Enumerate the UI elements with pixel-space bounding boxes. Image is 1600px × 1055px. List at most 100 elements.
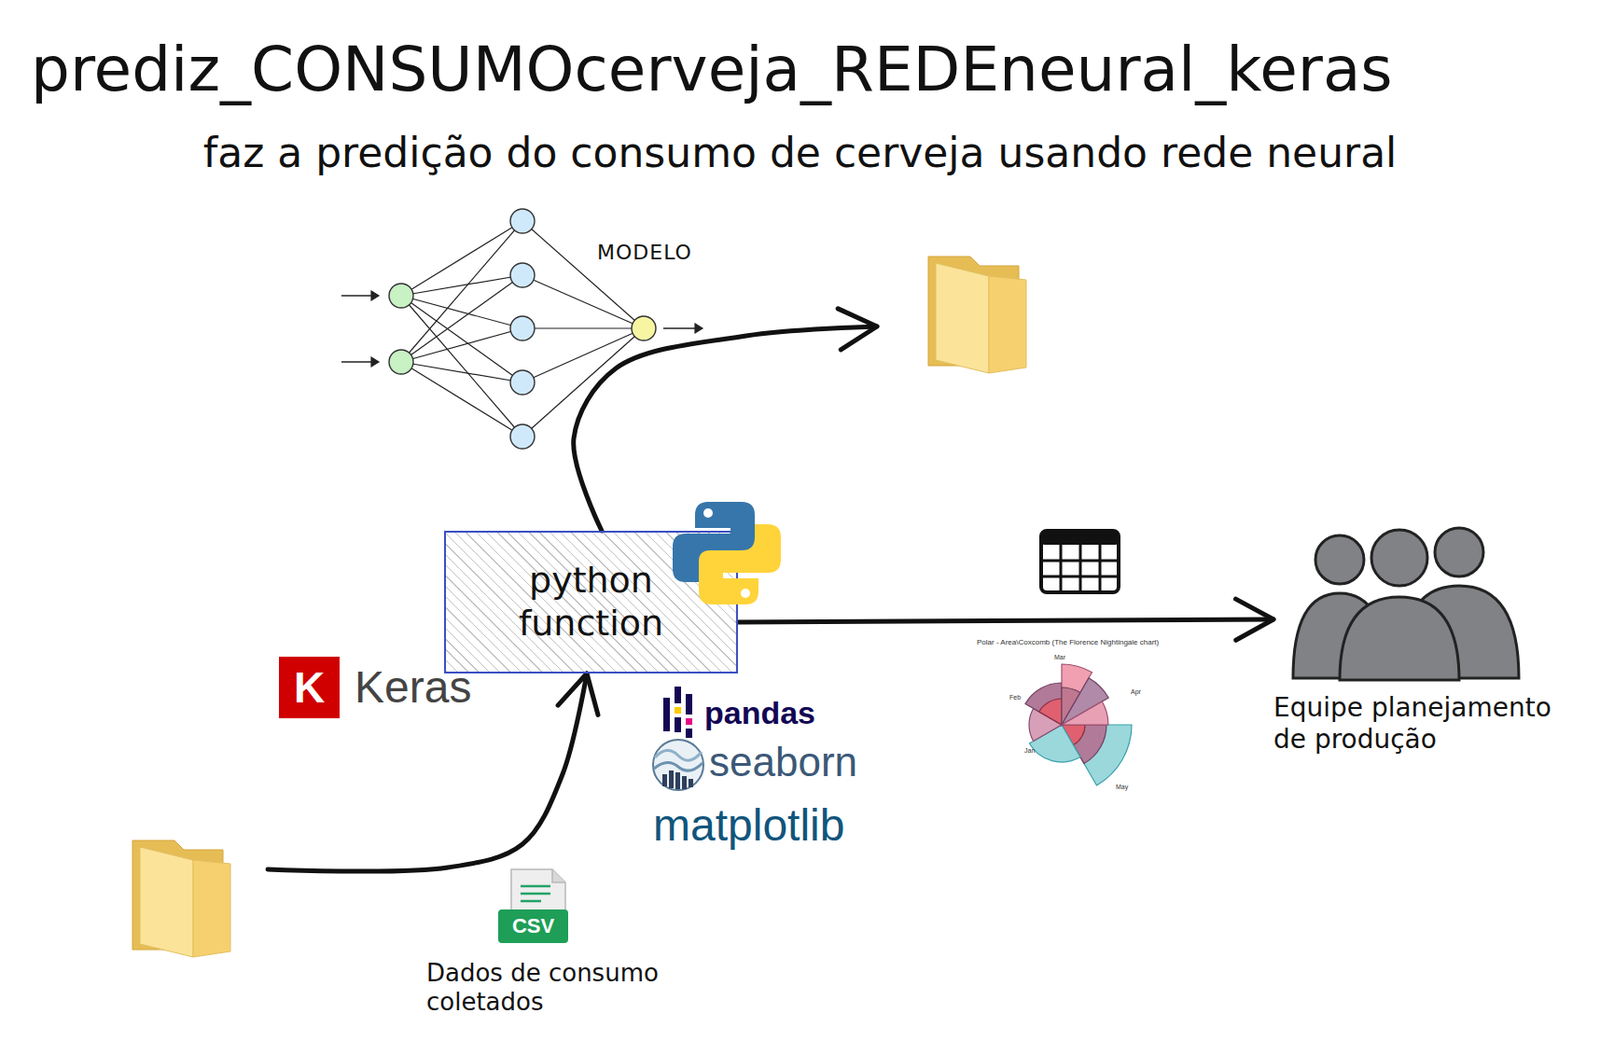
network-link — [401, 328, 523, 362]
people-icon — [1293, 528, 1519, 681]
hidden-neuron — [510, 424, 535, 449]
csv-band — [498, 909, 569, 944]
logo-bar — [663, 697, 670, 732]
model-folder: MODELO — [876, 248, 1027, 374]
python-eye — [703, 508, 713, 518]
python-logo — [672, 501, 781, 605]
month-label: Jan — [1024, 747, 1035, 755]
polar-wedge — [1039, 698, 1062, 725]
logo-bar — [688, 779, 694, 788]
node-text: python function — [493, 559, 690, 645]
network-link — [401, 361, 523, 383]
logo-bar — [685, 718, 693, 725]
library-name: Keras — [354, 660, 472, 715]
output-neuron — [631, 316, 656, 341]
logo-bar — [662, 774, 668, 787]
polar-wedge — [1061, 701, 1109, 725]
person-head — [1434, 528, 1484, 577]
table-grid — [1041, 575, 1119, 579]
logo-wave — [654, 750, 702, 761]
month-label: Mar — [1054, 653, 1066, 662]
flow-arrow — [737, 598, 1274, 640]
month-label: May — [1115, 783, 1128, 792]
month-label: Feb — [1009, 694, 1021, 702]
logo-bar — [668, 770, 674, 789]
logo-bar — [674, 686, 682, 704]
node-text: Dados de consumo coletados — [426, 959, 679, 1017]
logo-bar — [685, 728, 693, 738]
subtitle: faz a predição do consumo de cerveja usa… — [0, 128, 1600, 179]
network-link — [522, 327, 644, 329]
arrow-head — [371, 291, 379, 301]
logo-wave — [653, 762, 703, 771]
network-link — [401, 221, 523, 362]
flow-arrow — [573, 308, 877, 531]
network-link — [522, 328, 644, 383]
table-icon — [1041, 530, 1119, 593]
logo-circle — [653, 739, 704, 791]
library-name: pandas — [704, 694, 816, 733]
logo-bar — [681, 776, 687, 790]
library-name: matplotlib — [653, 798, 845, 853]
input-neuron — [389, 349, 414, 375]
hidden-neuron — [510, 263, 535, 288]
node-text: Equipe planejamento de produção — [1273, 692, 1591, 755]
arrow-head — [557, 673, 599, 715]
table-grid — [1059, 544, 1063, 593]
table-grid — [1079, 544, 1083, 593]
table-grid — [1041, 559, 1119, 563]
python-snake-yellow — [698, 524, 781, 605]
python-snake-blue — [672, 501, 755, 583]
network-link — [522, 221, 644, 329]
hidden-neuron — [510, 208, 535, 234]
keras-logo — [278, 656, 340, 719]
network-link — [401, 295, 523, 437]
folder-icon — [928, 256, 1027, 374]
network-link — [522, 328, 644, 437]
arrow-head — [1236, 598, 1274, 640]
person-head — [1371, 529, 1428, 586]
polar-chart — [1025, 664, 1132, 786]
table-header — [1041, 530, 1119, 545]
network-link — [522, 275, 644, 329]
network-link — [401, 275, 523, 296]
pandas-logo — [663, 686, 693, 738]
network-link — [401, 295, 523, 329]
arrow-head — [695, 323, 703, 334]
logo-bar — [674, 717, 682, 733]
month-label: Apr — [1130, 688, 1141, 696]
node-text: MODELO — [597, 240, 693, 265]
person-body — [1339, 597, 1460, 681]
logo-bar — [674, 707, 682, 714]
library-name: seaborn — [709, 737, 858, 788]
text-line — [520, 900, 542, 904]
logo-bar — [685, 694, 693, 715]
process-box: python function — [444, 530, 738, 674]
text-line — [520, 885, 551, 889]
logo-letter: K — [278, 656, 340, 719]
connector-line — [573, 326, 877, 531]
arrow-head — [371, 357, 379, 367]
input-neuron — [389, 283, 414, 308]
page-fold — [552, 869, 566, 883]
logo-bar — [675, 772, 681, 790]
table-grid — [1099, 544, 1102, 593]
chart-caption: Polar - Area\Coxcomb (The Florence Night… — [976, 638, 1159, 648]
person-head — [1315, 535, 1364, 585]
file-type: CSV — [498, 909, 569, 944]
network-link — [401, 361, 523, 437]
text-line — [520, 892, 551, 896]
network-link — [401, 295, 523, 383]
connector-line — [737, 619, 1274, 623]
python-eye — [740, 588, 751, 599]
python-snake-yellow-group — [698, 524, 781, 605]
polar-wedge — [1025, 682, 1062, 725]
polar-wedge — [1061, 678, 1109, 725]
hidden-neuron — [510, 316, 535, 341]
table-frame — [1041, 530, 1119, 593]
team-group: Equipe planejamento de produção — [1273, 520, 1591, 755]
neural-network — [341, 208, 703, 449]
data-folder: Dados de consumo coletados — [132, 832, 268, 958]
seaborn-logo — [653, 739, 704, 791]
